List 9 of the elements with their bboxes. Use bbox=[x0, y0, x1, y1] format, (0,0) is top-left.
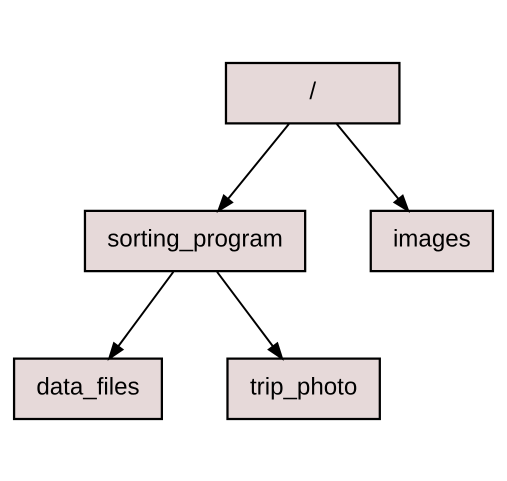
arrow bbox=[216, 122, 290, 213]
node-box: trip_photo bbox=[226, 357, 381, 420]
arrow bbox=[107, 270, 174, 360]
arrow bbox=[336, 122, 410, 213]
node-box: / bbox=[224, 61, 401, 124]
node-box: images bbox=[370, 209, 494, 272]
node-box: sorting_program bbox=[84, 209, 306, 272]
node-box: data_files bbox=[12, 357, 163, 420]
arrow bbox=[216, 270, 284, 360]
